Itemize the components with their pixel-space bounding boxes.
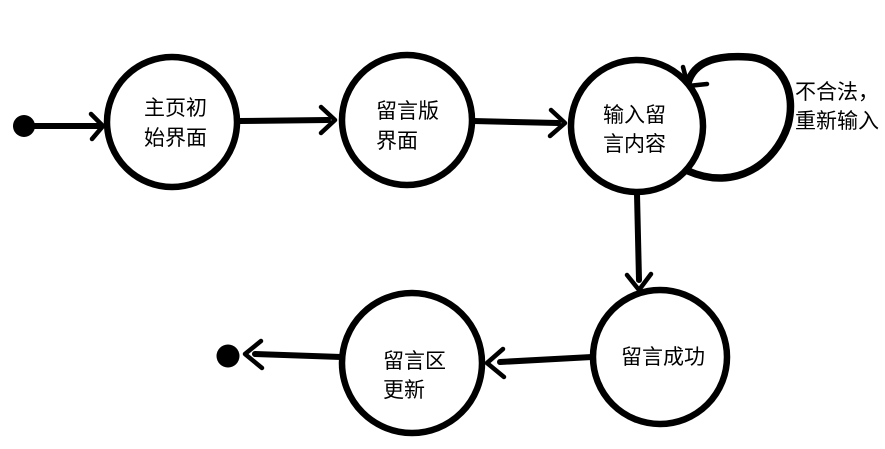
- invalid-retry-label-line1: 不合法，: [795, 81, 879, 104]
- transition-homepage-to-board: [236, 104, 338, 136]
- state-board-label-line1: 留言版: [376, 100, 439, 123]
- initial-state-dot: [13, 115, 35, 137]
- state-message-board-circle: [338, 51, 476, 189]
- state-input-label-line1: 输入留: [603, 104, 666, 127]
- state-message-update-circle: [338, 289, 486, 437]
- transition-input-to-success: [624, 191, 654, 293]
- final-state-dot: [216, 344, 240, 368]
- arrowhead-icon: [484, 346, 507, 380]
- arrow-shaft: [470, 118, 561, 126]
- arrowhead-icon: [547, 107, 568, 139]
- state-homepage-label-line1: 主页初: [144, 97, 207, 120]
- arrowhead-icon: [88, 111, 106, 142]
- arrowhead-icon: [242, 338, 265, 371]
- arrow-shaft: [236, 117, 331, 124]
- state-input-message-circle: [567, 56, 707, 196]
- state-update-label-line2: 更新: [383, 379, 425, 402]
- arrow-shaft: [252, 351, 344, 360]
- invalid-retry-label-line2: 重新输入: [795, 110, 879, 133]
- state-homepage-label-line2: 始界面: [144, 127, 207, 150]
- state-success-label: 留言成功: [621, 346, 705, 369]
- state-board-label-line2: 界面: [376, 130, 418, 153]
- state-nodes: [13, 51, 731, 437]
- transitions: [31, 52, 795, 380]
- arrowhead-icon: [318, 104, 338, 136]
- transition-board-to-input: [470, 107, 568, 139]
- state-input-label-line2: 言内容: [603, 133, 666, 156]
- self-loop-curve: [684, 52, 795, 182]
- state-homepage-initial-circle: [103, 53, 241, 191]
- state-message-success-circle: [589, 286, 731, 428]
- transition-update-to-final: [242, 338, 344, 371]
- labels: 主页初 始界面 留言版 界面 输入留 言内容 不合法， 重新输入 留言成功 留言…: [144, 81, 879, 402]
- transition-initial-to-homepage: [31, 111, 106, 142]
- arrow-shaft: [634, 191, 642, 283]
- transition-success-to-update: [484, 346, 595, 380]
- state-update-label-line1: 留言区: [383, 350, 446, 373]
- arrow-shaft: [497, 354, 595, 365]
